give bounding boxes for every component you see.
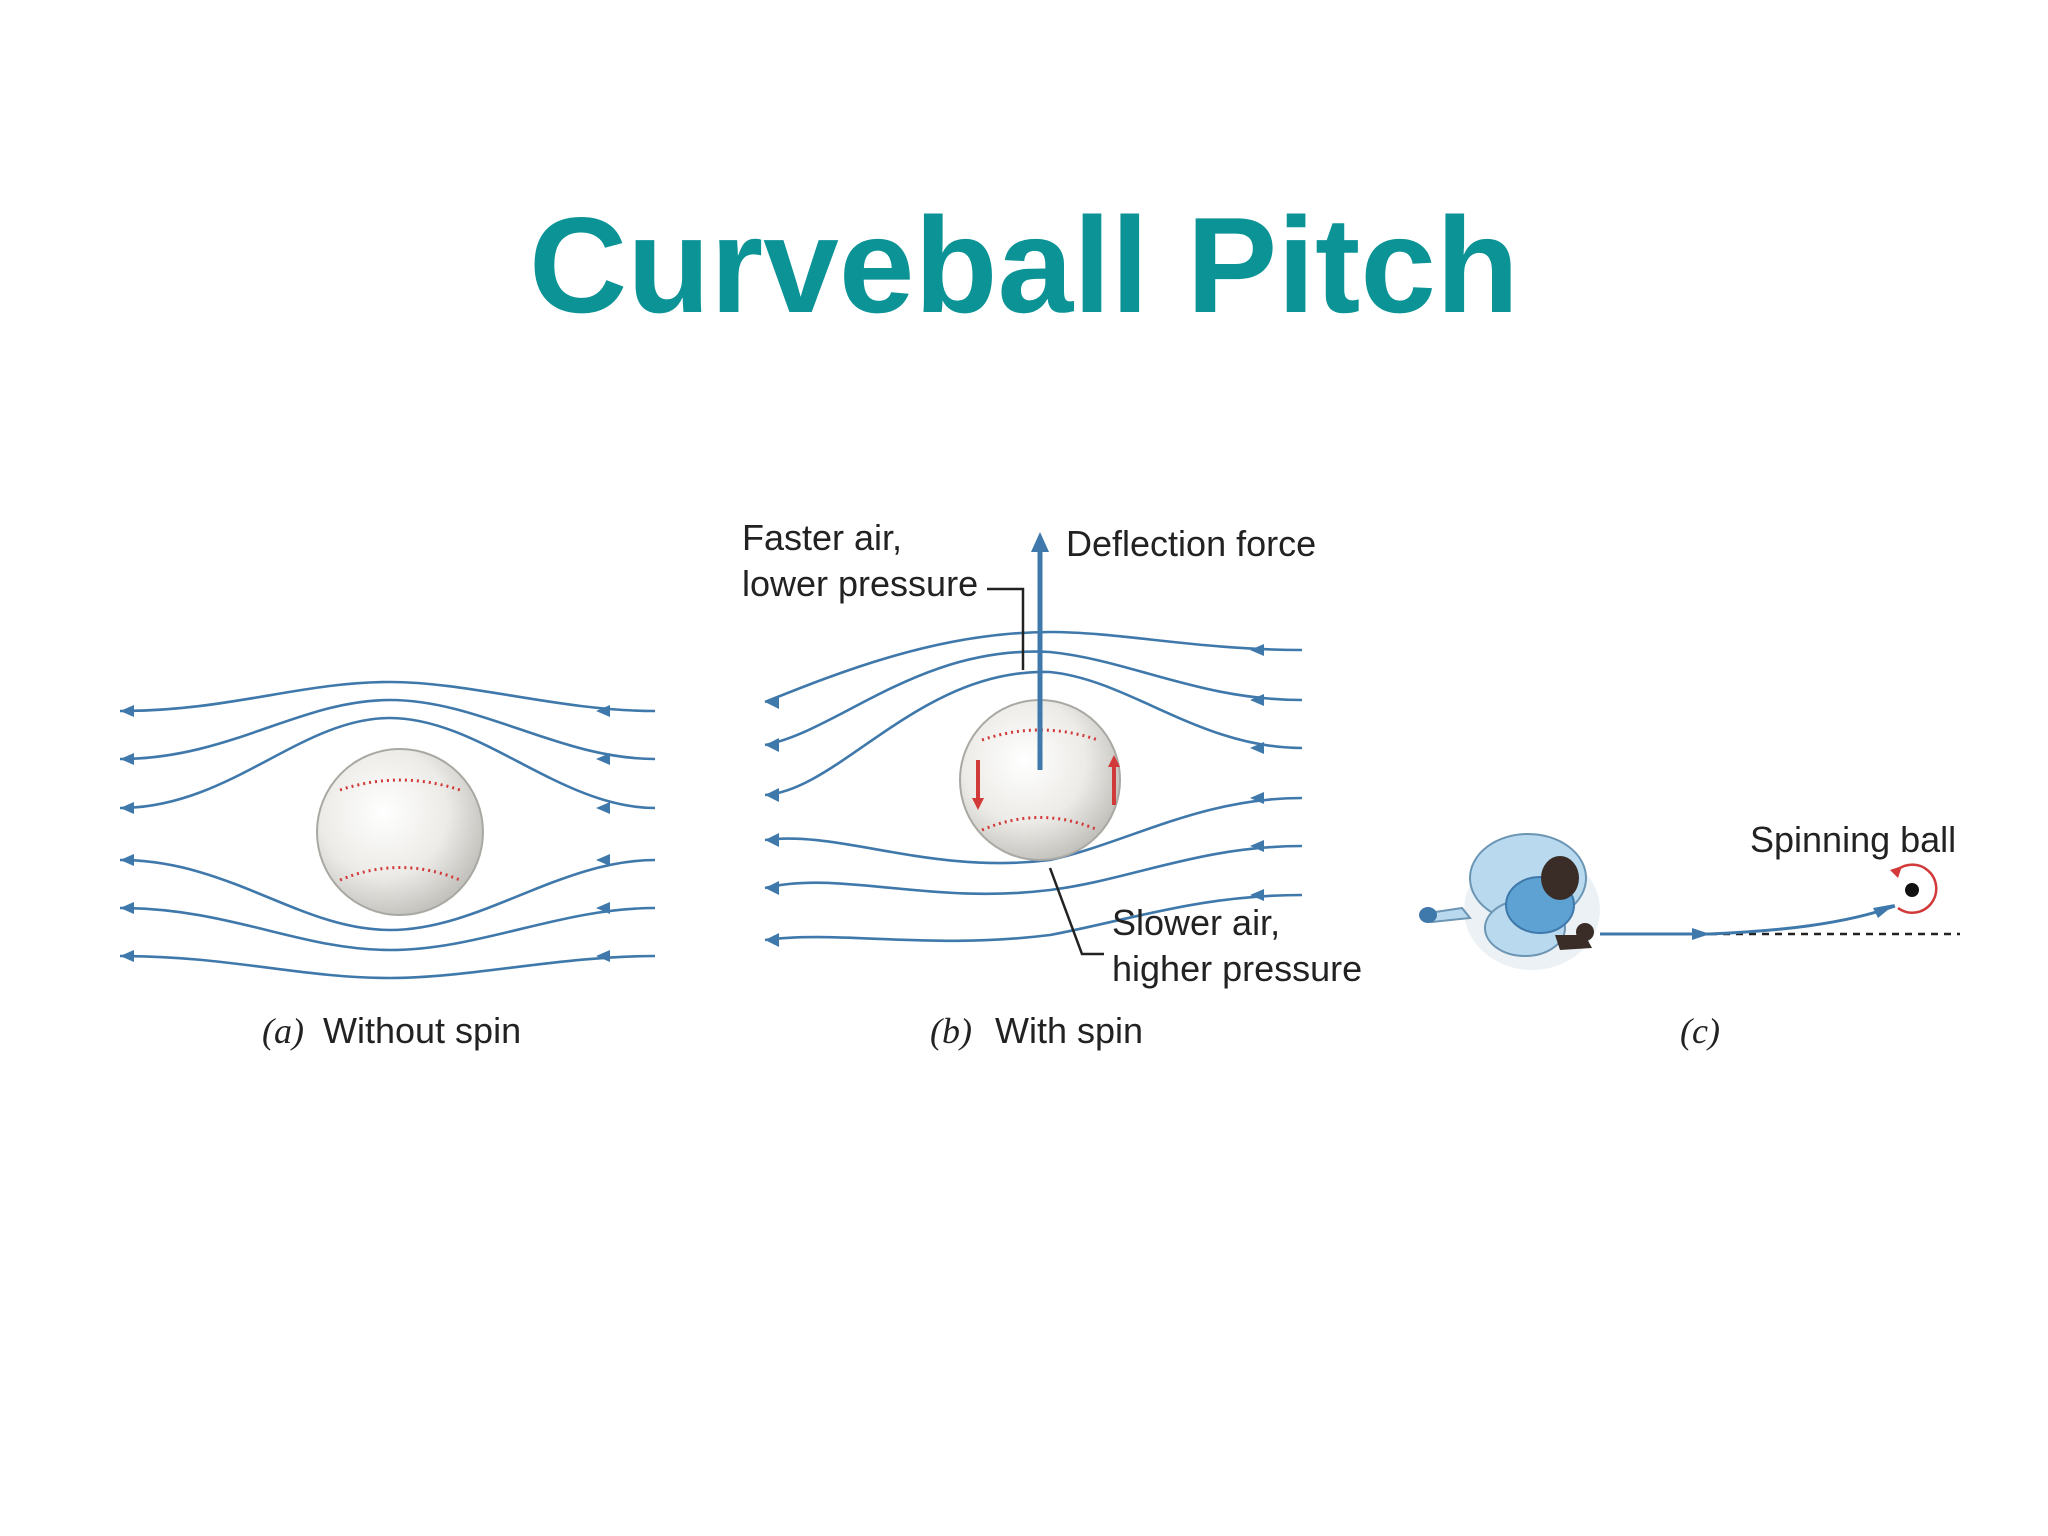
panel-b-letter: (b)	[930, 1011, 972, 1051]
faster-air-label-line2: lower pressure	[742, 563, 978, 604]
curved-ball-trajectory	[1709, 904, 1896, 936]
panel-a-baseball	[316, 748, 484, 916]
deflection-force-arrow	[1031, 532, 1049, 770]
panel-c-pitcher-view: Spinning ball (c)	[1419, 819, 1960, 1051]
panel-c-letter: (c)	[1680, 1011, 1720, 1051]
pitcher-illustration	[1419, 833, 1600, 970]
slower-air-label-line2: higher pressure	[1112, 948, 1362, 989]
faster-air-leader-line	[987, 587, 1025, 670]
panel-a-without-spin: (a) Without spin	[119, 680, 656, 1051]
spinning-ball-label: Spinning ball	[1750, 819, 1956, 860]
spinning-ball-marker	[1890, 863, 1938, 914]
straight-path-line	[1600, 928, 1960, 940]
panel-a-streamlines	[119, 680, 656, 980]
panel-b-with-spin: Faster air, lower pressure Deflection fo…	[742, 517, 1362, 1051]
slide-title: Curveball Pitch	[528, 189, 1520, 341]
panel-b-caption: With spin	[995, 1010, 1143, 1051]
deflection-force-label: Deflection force	[1066, 523, 1316, 564]
panel-b-baseball	[959, 699, 1121, 861]
panel-a-caption: Without spin	[323, 1010, 521, 1051]
slower-air-leader-line	[1048, 867, 1104, 956]
panel-a-letter: (a)	[262, 1011, 304, 1051]
spin-direction-arrows	[972, 755, 1120, 810]
panel-a-arrowheads	[120, 705, 610, 962]
panel-b-arrowheads	[765, 644, 1264, 947]
faster-air-label-line1: Faster air,	[742, 517, 902, 558]
slower-air-label-line1: Slower air,	[1112, 902, 1280, 943]
